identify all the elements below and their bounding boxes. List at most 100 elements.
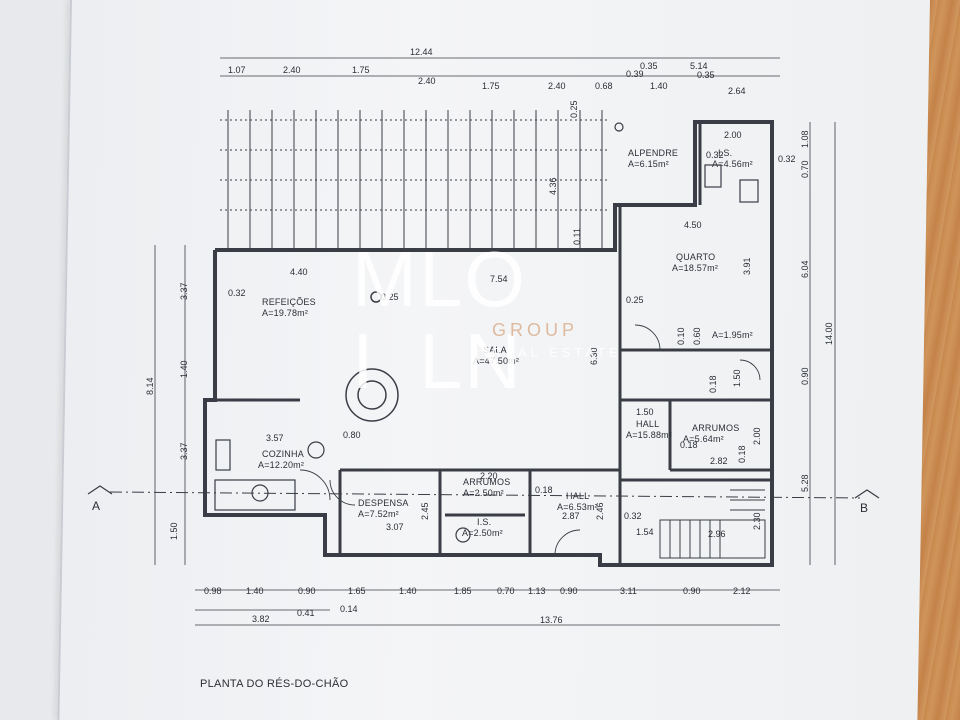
dim-bottom-10: 3.11 (620, 586, 637, 596)
dim-interior-14: 0.32 (624, 511, 642, 521)
dim-interior-10: 3.07 (386, 522, 404, 532)
dim-right-overall: 14.00 (824, 322, 834, 345)
dim-interior-27: 0.10 (676, 327, 686, 345)
dim-bottom-9: 0.90 (560, 586, 578, 596)
bathroom-fixtures (455, 122, 759, 543)
dim-interior-6: 3.57 (266, 433, 284, 443)
dim-left-3: 3.37 (179, 442, 189, 460)
room-name-arrumos2: ARRUMOS (692, 423, 739, 433)
dim-left-2: 1.40 (179, 360, 189, 378)
dim-top-small-3: 0.39 (626, 69, 644, 79)
dim-bottom-5: 1.40 (399, 586, 417, 596)
dim-bottom-11: 0.90 (683, 586, 701, 596)
section-arrows (87, 485, 880, 499)
dim-top-overall: 12.44 (410, 47, 433, 57)
room-area-despensa: A=7.52m² (358, 509, 399, 519)
dim-interior-32: 0.32 (706, 150, 724, 160)
room-name-is: I.S. (477, 517, 491, 527)
dim-right-1: 1.08 (800, 130, 810, 148)
dim-interior-7: 0.80 (343, 430, 361, 440)
room-name-arrumos1: ARRUMOS (463, 477, 510, 487)
dim-interior-12: 2.87 (562, 511, 580, 521)
dim-interior-35: 0.11 (572, 228, 582, 245)
dim-interior-25: 0.18 (708, 375, 718, 393)
dim-interior-30: 0.32 (778, 154, 796, 164)
room-area-wc: A=4.56m² (712, 159, 753, 169)
dim-right-5: 5.28 (800, 474, 810, 492)
room-area-refeicoes: A=19.78m² (262, 308, 308, 318)
dim-interior-5: 0.25 (626, 295, 644, 305)
dim-interior-1: 4.40 (290, 267, 308, 277)
room-area-is: A=2.50m² (462, 528, 503, 538)
dim-interior-17: 2.30 (752, 512, 762, 530)
dim-interior-8: 2.20 (480, 471, 498, 481)
dim-top-3: 1.75 (352, 65, 370, 75)
dim-top-1: 1.07 (228, 65, 246, 75)
room-area-hall1: A=6.53m² (557, 502, 598, 512)
room-name-alpendre: ALPENDRE (628, 148, 678, 158)
dim-top-small-4: 0.35 (697, 70, 715, 80)
dim-top-small-2: 5.14 (690, 61, 708, 71)
dim-bottom-overall: 13.76 (540, 615, 563, 625)
fireplace (345, 291, 399, 422)
dim-bottom-1: 0.98 (204, 586, 222, 596)
plan-title: PLANTA DO RÉS-DO-CHÃO (200, 678, 349, 690)
dim-interior-16: 2.96 (708, 529, 726, 539)
dim-interior-3: 0.32 (228, 288, 246, 298)
room-name-wc: I.S. (718, 148, 732, 158)
dim-interior-21: 2.82 (710, 456, 728, 466)
dim-interior-20: 2.00 (752, 427, 762, 445)
dim-interior-26: 1.50 (732, 369, 742, 387)
dim-interior-2: 7.54 (490, 274, 508, 284)
dim-interior-19: 0.18 (680, 440, 698, 450)
room-name-cozinha: COZINHA (262, 449, 304, 459)
dim-bottom-row2-1: 3.82 (252, 614, 270, 624)
dim-bottom-2: 1.40 (246, 586, 264, 596)
dim-interior-29: 6.30 (589, 347, 599, 365)
dim-interior-23: 4.50 (684, 220, 702, 230)
dim-bottom-3: 0.90 (298, 586, 316, 596)
room-name-despensa: DESPENSA (358, 498, 409, 508)
room-area-hall2: A=15.88m² (626, 430, 672, 440)
dim-interior-11: 2.45 (420, 502, 430, 520)
room-name-quarto: QUARTO (676, 252, 715, 262)
room-area-quarto: A=18.57m² (672, 263, 718, 273)
dim-top-5: 1.75 (482, 81, 500, 91)
dim-top-9: 2.64 (728, 86, 746, 96)
dim-interior-33: 4.36 (548, 177, 558, 195)
dim-bottom-8: 1.13 (528, 586, 546, 596)
dim-right-4: 0.90 (800, 367, 810, 385)
section-label-a: A (92, 499, 100, 513)
dim-right-2: 0.70 (800, 160, 810, 178)
dim-interior-31: 2.00 (724, 130, 742, 140)
room-area-closet: A=1.95m² (712, 330, 753, 340)
section-label-b: B (860, 501, 868, 515)
dim-top-7: 0.68 (595, 81, 613, 91)
dim-left-4: 1.50 (169, 522, 179, 540)
room-name-hall1: HALL (566, 491, 589, 501)
dim-right-3: 6.04 (800, 260, 810, 278)
dim-bottom-7: 0.70 (497, 586, 515, 596)
room-name-refeicoes: REFEIÇÕES (262, 297, 316, 307)
dim-left-1: 3.37 (179, 282, 189, 300)
dim-interior-34: 0.25 (569, 100, 579, 118)
dim-bottom-row2-2: 0.41 (297, 608, 315, 618)
dim-interior-9: 0.18 (535, 485, 553, 495)
room-name-hall2: HALL (636, 419, 659, 429)
door-swings (299, 324, 761, 556)
room-area-arrumos1: A=2.50m² (463, 488, 504, 498)
dim-top-4: 2.40 (418, 76, 436, 86)
dim-top-8: 1.40 (650, 81, 668, 91)
dim-top-small-1: 0.35 (640, 61, 658, 71)
room-area-arrumos2: A=5.64m² (683, 434, 724, 444)
room-area-alpendre: A=6.15m² (628, 159, 669, 169)
dim-top-2: 2.40 (283, 65, 301, 75)
room-area-cozinha: A=12.20m² (258, 460, 304, 470)
dim-interior-18: 1.50 (636, 407, 654, 417)
room-area-sala: A=47.50m² (473, 356, 519, 366)
dim-interior-4: 0.25 (381, 292, 399, 302)
dimension-lines (154, 57, 836, 626)
pergola-beams (220, 119, 610, 211)
dim-bottom-row2-3: 0.14 (340, 604, 358, 614)
